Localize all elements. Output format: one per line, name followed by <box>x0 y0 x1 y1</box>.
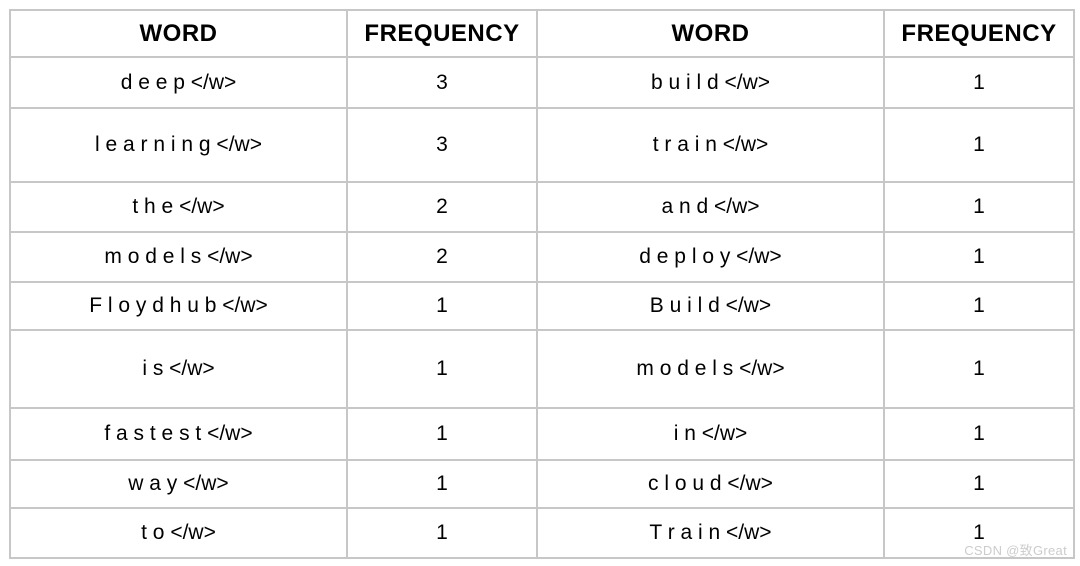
column-header: WORD <box>9 9 348 58</box>
word-cell: b u i l d </w> <box>536 56 885 109</box>
frequency-cell: 1 <box>346 507 538 559</box>
frequency-cell: 1 <box>346 407 538 461</box>
word-cell: T r a i n </w> <box>536 507 885 559</box>
word-cell: m o d e l s </w> <box>9 231 348 283</box>
frequency-cell: 1 <box>883 56 1075 109</box>
frequency-cell: 2 <box>346 181 538 233</box>
word-cell: t r a i n </w> <box>536 107 885 183</box>
frequency-cell: 1 <box>346 329 538 409</box>
frequency-cell: 1 <box>883 329 1075 409</box>
column-header: WORD <box>536 9 885 58</box>
frequency-cell: 1 <box>346 281 538 331</box>
frequency-cell: 1 <box>883 181 1075 233</box>
word-cell: i n </w> <box>536 407 885 461</box>
frequency-cell: 2 <box>346 231 538 283</box>
word-cell: i s </w> <box>9 329 348 409</box>
frequency-cell: 1 <box>883 107 1075 183</box>
frequency-cell: 1 <box>883 507 1075 559</box>
frequency-cell: 1 <box>883 407 1075 461</box>
word-cell: B u i l d </w> <box>536 281 885 331</box>
word-cell: w a y </w> <box>9 459 348 509</box>
column-header: FREQUENCY <box>883 9 1075 58</box>
frequency-cell: 1 <box>883 459 1075 509</box>
word-cell: t h e </w> <box>9 181 348 233</box>
word-cell: c l o u d </w> <box>536 459 885 509</box>
word-cell: d e p l o y </w> <box>536 231 885 283</box>
frequency-cell: 1 <box>346 459 538 509</box>
frequency-cell: 3 <box>346 56 538 109</box>
column-header: FREQUENCY <box>346 9 538 58</box>
word-cell: f a s t e s t </w> <box>9 407 348 461</box>
word-cell: t o </w> <box>9 507 348 559</box>
frequency-cell: 3 <box>346 107 538 183</box>
word-cell: l e a r n i n g </w> <box>9 107 348 183</box>
word-cell: m o d e l s </w> <box>536 329 885 409</box>
word-cell: d e e p </w> <box>9 56 348 109</box>
frequency-cell: 1 <box>883 281 1075 331</box>
frequency-cell: 1 <box>883 231 1075 283</box>
word-cell: F l o y d h u b </w> <box>9 281 348 331</box>
word-cell: a n d </w> <box>536 181 885 233</box>
